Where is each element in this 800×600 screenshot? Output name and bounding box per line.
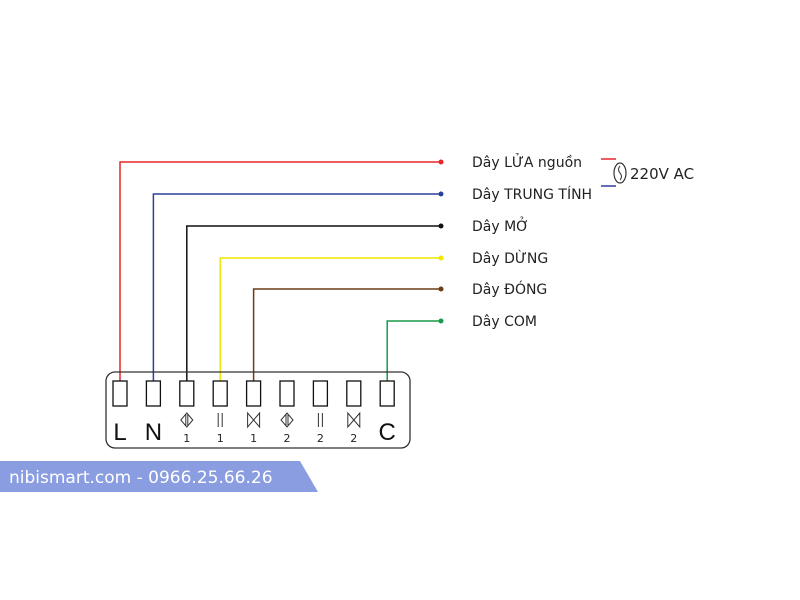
power-supply: 220V AC — [601, 158, 694, 187]
terminal: 2 — [279, 380, 295, 445]
banner-background — [0, 461, 318, 492]
terminal: C — [379, 380, 396, 446]
wire-label: Dây LỬA nguồn — [472, 153, 582, 171]
wire-label: Dây ĐÓNG — [472, 280, 547, 298]
close-icon — [247, 411, 261, 429]
wire-label: Dây COM — [472, 314, 537, 330]
wire-line — [252, 288, 441, 395]
wire: Dây COM — [386, 314, 537, 395]
terminal-screw — [179, 380, 195, 407]
wire-end-dot — [438, 191, 444, 197]
terminal-screw — [245, 380, 262, 407]
wire-end-dot — [438, 159, 444, 165]
terminal-screw — [212, 380, 228, 407]
terminal: 1 — [245, 380, 262, 445]
terminal: 1 — [212, 380, 228, 445]
terminal-screw — [279, 380, 295, 407]
close-icon — [347, 411, 361, 429]
wire-label: Dây MỞ — [472, 216, 529, 235]
terminal: 1 — [179, 380, 195, 445]
open-icon — [180, 412, 194, 428]
terminal-number: 1 — [183, 432, 190, 445]
terminal-number: 2 — [317, 432, 324, 445]
wire-end-dot — [438, 318, 444, 324]
wire: Dây DỪNG — [219, 249, 548, 395]
wire-end-dot — [438, 223, 444, 229]
terminal: L — [112, 380, 128, 446]
wire-line — [119, 161, 441, 395]
wire: Dây MỞ — [186, 216, 529, 395]
terminal-number: 1 — [217, 432, 224, 445]
terminal-label: N — [145, 419, 162, 446]
wire: Dây ĐÓNG — [252, 280, 547, 395]
terminal-screw — [346, 380, 362, 407]
wire-line — [152, 193, 441, 395]
supply-label: 220V AC — [630, 165, 694, 183]
stop-icon — [317, 413, 323, 427]
terminal-screw — [379, 380, 395, 407]
wire: Dây LỬA nguồn — [119, 153, 582, 395]
wire-line — [186, 225, 441, 395]
open-icon — [280, 412, 294, 428]
wire: Dây TRUNG TÍNH — [152, 186, 592, 395]
terminal-number: 2 — [350, 432, 357, 445]
terminal-screw — [112, 380, 128, 407]
wire-end-dot — [438, 286, 444, 292]
wire-line — [219, 257, 441, 395]
banner: nibismart.com - 0966.25.66.26 — [0, 461, 318, 492]
wire-label: Dây TRUNG TÍNH — [472, 186, 592, 203]
wire-line — [386, 320, 441, 395]
terminal-number: 1 — [250, 432, 257, 445]
terminal-number: 2 — [284, 432, 291, 445]
stop-icon — [217, 413, 223, 427]
wire-end-dot — [438, 255, 444, 261]
terminal-block — [105, 371, 411, 449]
terminal-label: L — [113, 419, 126, 446]
wire-label: Dây DỪNG — [472, 249, 548, 267]
terminal: 2 — [346, 380, 362, 445]
terminal: N — [145, 380, 162, 446]
terminal: 2 — [312, 380, 329, 445]
terminal-screw — [312, 380, 329, 407]
terminal-label: C — [379, 419, 396, 446]
terminal-screw — [145, 380, 162, 407]
banner-text: nibismart.com - 0966.25.66.26 — [9, 468, 273, 488]
